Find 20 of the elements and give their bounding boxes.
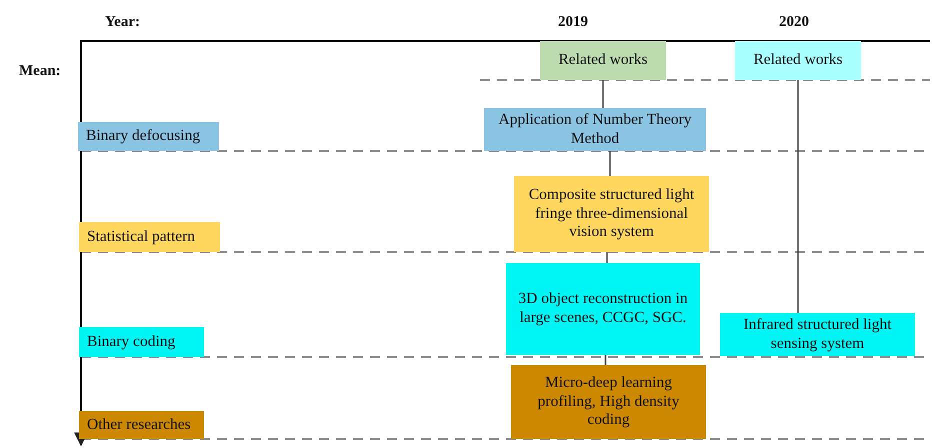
connector-line	[602, 80, 604, 108]
connector-line	[604, 355, 606, 365]
category-label: Binary defocusing	[78, 122, 219, 151]
research-box: Application of Number Theory Method	[484, 108, 706, 151]
research-box: 3D object reconstruction in large scenes, CCGC, SGC.	[506, 263, 700, 355]
axis-title: Mean:	[19, 63, 61, 80]
research-box: Composite structured light fringe three-dimensional vision system	[514, 176, 709, 252]
category-label: Statistical pattern	[79, 222, 220, 252]
connector-line	[609, 151, 611, 176]
research-box: Related works	[735, 41, 861, 80]
year-label: 2020	[779, 14, 809, 31]
research-box: Micro-deep learning profiling, High density coding	[511, 365, 706, 439]
year-label: 2019	[558, 14, 588, 31]
connector-line	[606, 252, 608, 263]
category-label: Other researches	[79, 411, 204, 439]
category-label: Binary coding	[79, 327, 204, 357]
connector-line	[797, 80, 799, 313]
axis-title: Year:	[105, 14, 140, 31]
research-box: Related works	[540, 41, 666, 80]
research-box: Infrared structured light sensing system	[720, 313, 915, 356]
